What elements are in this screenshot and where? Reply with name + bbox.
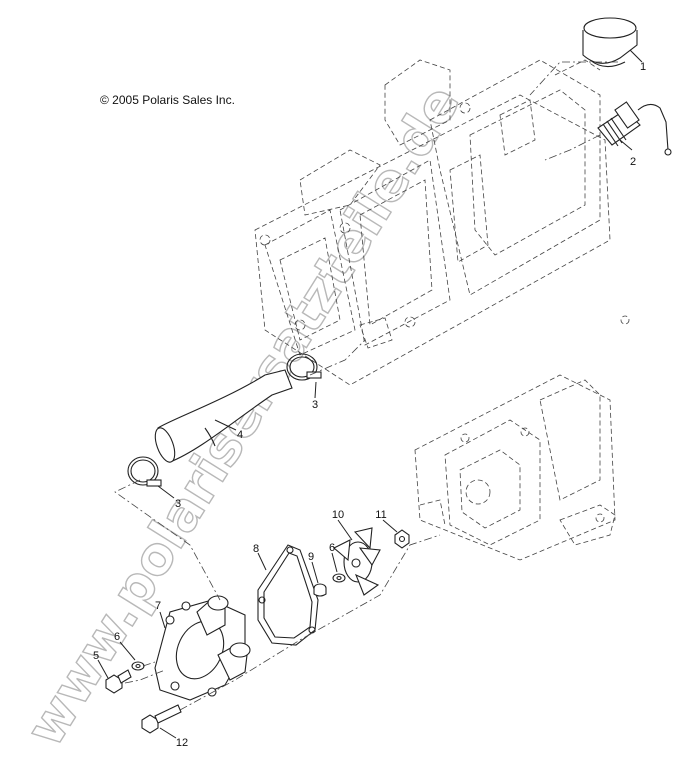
part-10-impeller	[333, 527, 381, 596]
callout-5: 5	[93, 650, 99, 662]
part-7-water-pump-cover	[154, 595, 251, 701]
cylinder-head-illustration	[254, 59, 630, 386]
callout-9: 9	[308, 551, 314, 563]
part-12-bolt	[141, 704, 182, 734]
callout-10: 10	[332, 509, 344, 521]
callout-3-upper: 3	[312, 399, 318, 411]
part-11-nut	[394, 529, 410, 549]
callout-4: 4	[237, 429, 243, 441]
leader-lines	[97, 49, 643, 739]
part-9-seal	[313, 583, 327, 597]
callout-6-upper: 6	[329, 542, 335, 554]
part-3-hose-clamp-upper	[286, 353, 322, 381]
callout-11: 11	[375, 509, 386, 521]
callout-labels: 1 2 3 3 4 5 6 6 7 8 9 10 11 12	[93, 61, 646, 749]
callout-7: 7	[155, 600, 161, 612]
part-6-washer-upper	[332, 573, 346, 583]
part-3-hose-clamp-lower	[127, 456, 162, 487]
callout-6-lower: 6	[114, 631, 120, 643]
callout-2: 2	[630, 156, 636, 168]
part-4-coolant-hose	[154, 369, 293, 463]
callout-8: 8	[253, 543, 259, 555]
assembly-lines	[114, 61, 618, 711]
part-5-bolt	[105, 669, 132, 694]
part-1-thermostat-cap	[582, 17, 638, 68]
callout-12: 12	[176, 737, 188, 749]
crankcase-illustration	[414, 374, 616, 561]
copyright-notice: © 2005 Polaris Sales Inc.	[100, 93, 235, 107]
callout-1: 1	[640, 61, 646, 73]
part-8-gasket	[257, 544, 319, 646]
part-2-temperature-sensor	[597, 101, 672, 156]
part-6-washer-lower	[131, 661, 145, 671]
callout-3-lower: 3	[175, 498, 181, 510]
